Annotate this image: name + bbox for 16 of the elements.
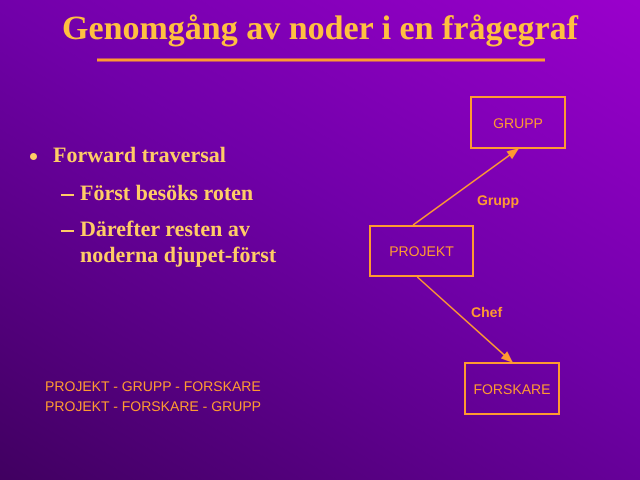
edge-label: Chef (471, 304, 502, 320)
edge-label: Grupp (477, 192, 519, 208)
node-box (464, 362, 560, 415)
node-box (470, 96, 566, 149)
title: Genomgång av noder i en frågegraf (61, 10, 580, 48)
node-box (369, 225, 474, 277)
path-text: PROJEKT - FORSKARE - GRUPP (45, 398, 261, 414)
bullet-text: Därefter resten av noderna djupet-först (80, 216, 278, 268)
node-label: PROJEKT (389, 243, 454, 259)
bullet-text: Först besöks roten (80, 180, 254, 206)
arrow (412, 148, 519, 226)
node-label: GRUPP (493, 114, 543, 130)
bullet-text: Forward traversal (53, 142, 227, 168)
arrow (416, 276, 513, 363)
path-text: PROJEKT - GRUPP - FORSKARE (45, 378, 261, 394)
node-label: FORSKARE (473, 380, 550, 396)
